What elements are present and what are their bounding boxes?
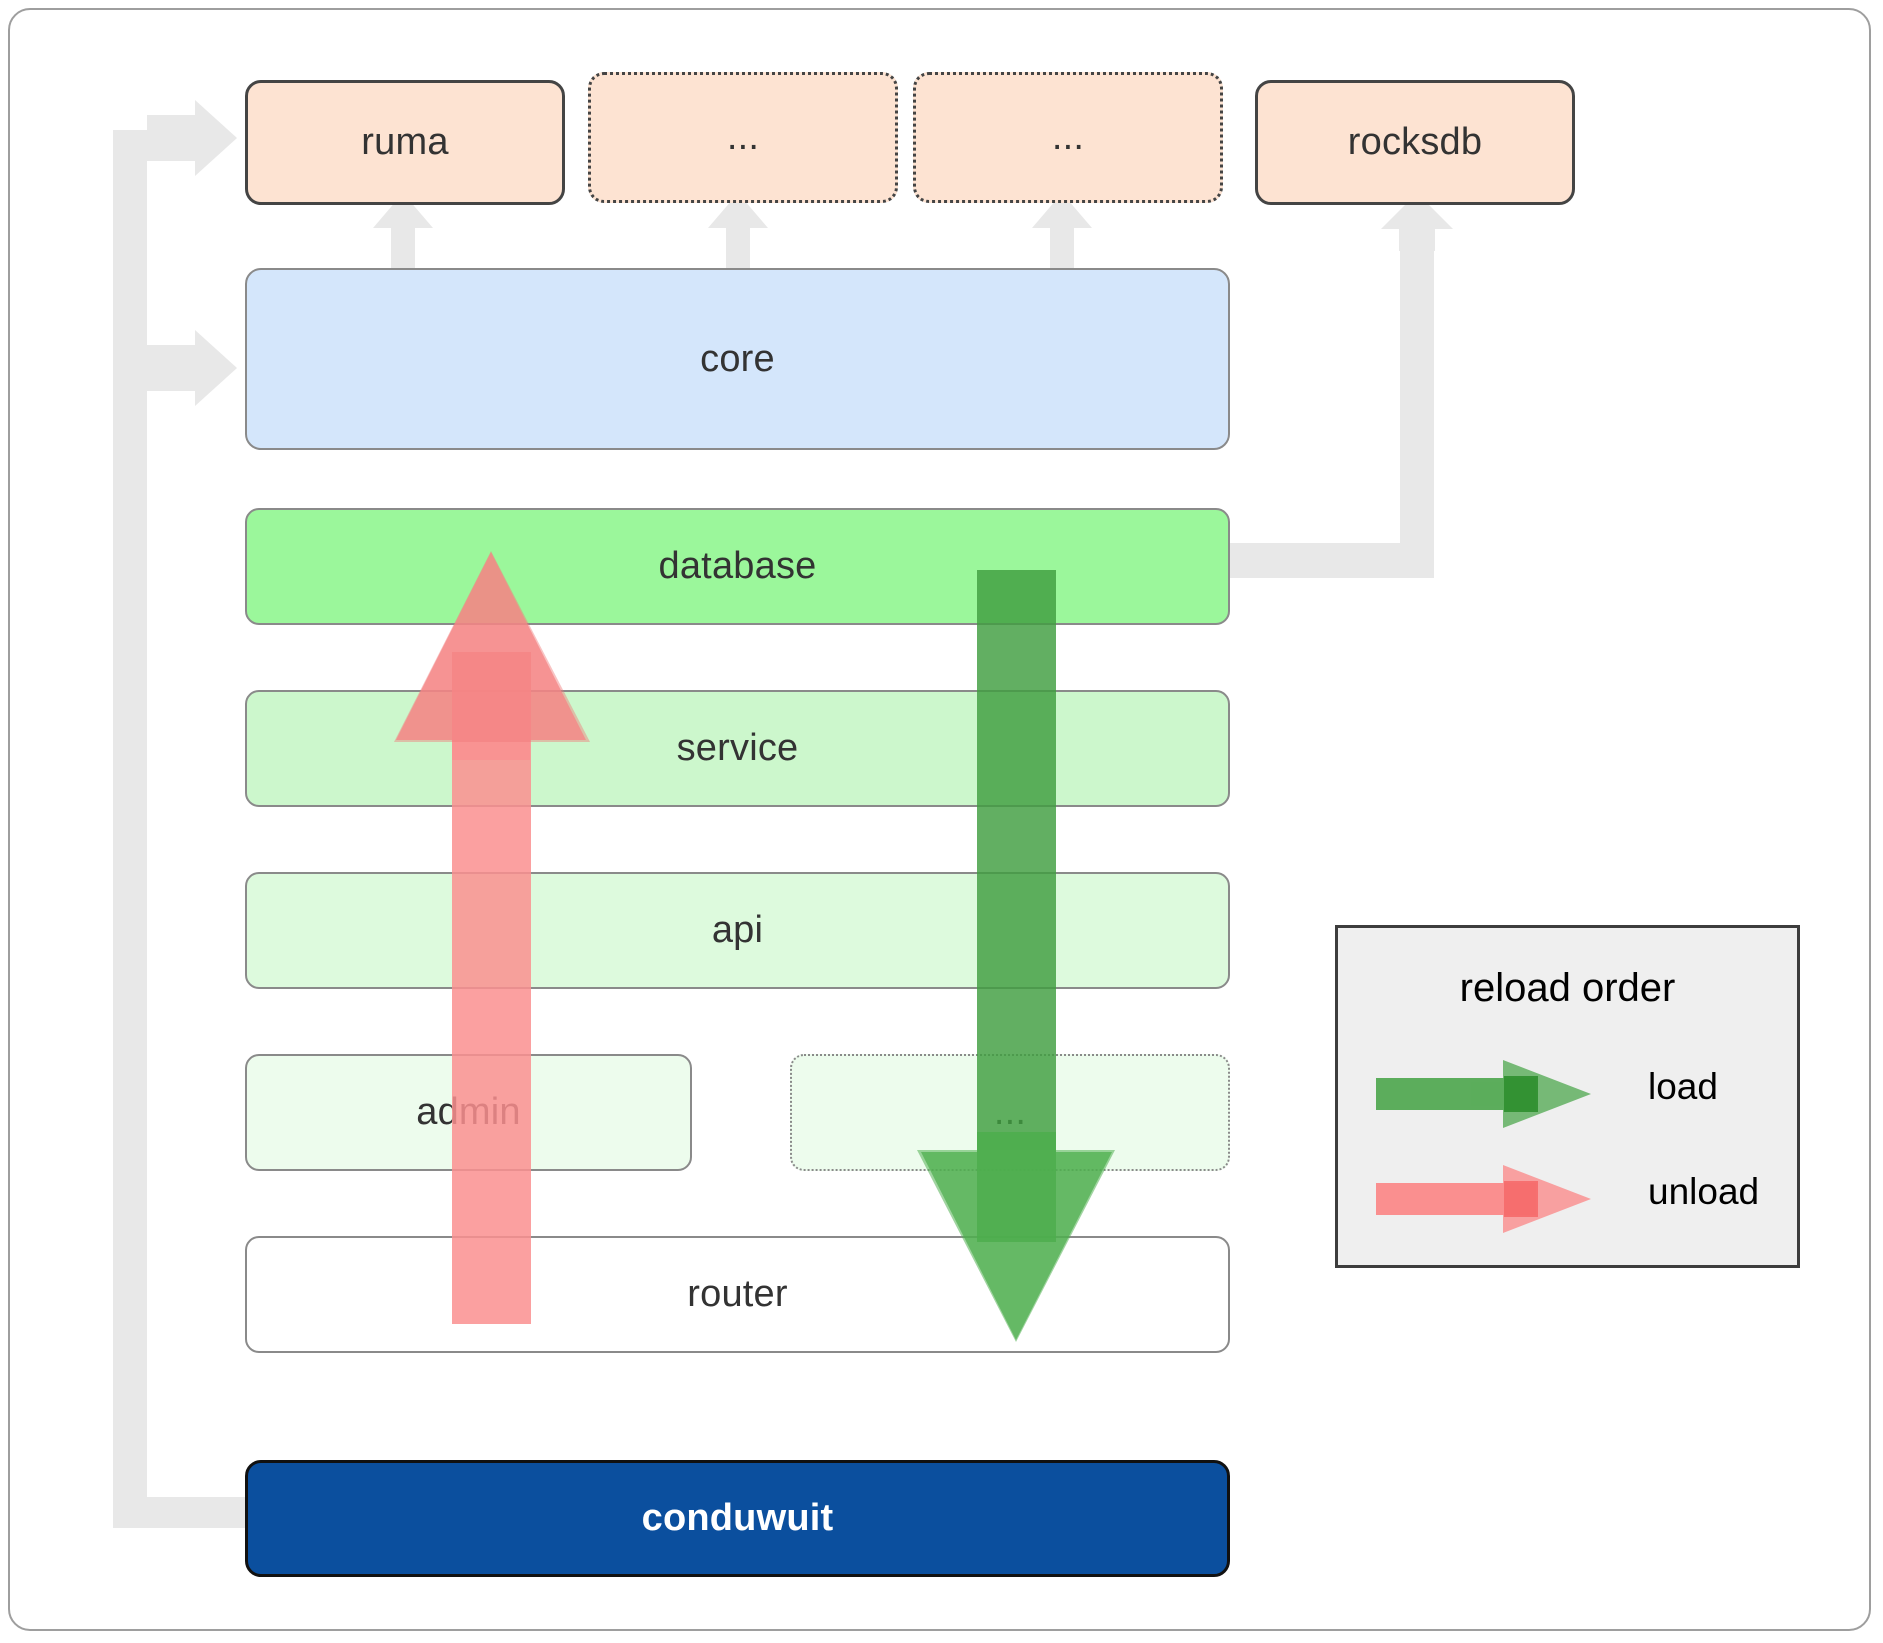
node-core[interactable]: core	[245, 268, 1230, 450]
legend-row-unload: unload	[1338, 1153, 1797, 1243]
node-router[interactable]: router	[245, 1236, 1230, 1353]
node-database[interactable]: database	[245, 508, 1230, 625]
node-router-label: router	[687, 1273, 788, 1315]
node-api[interactable]: api	[245, 872, 1230, 989]
node-rocksdb-label: rocksdb	[1347, 121, 1483, 163]
node-conduwuit[interactable]: conduwuit	[245, 1460, 1230, 1577]
node-dep-ellipsis-2[interactable]: ...	[913, 72, 1223, 203]
node-service-label: service	[676, 727, 799, 769]
legend-unload-label: unload	[1648, 1171, 1760, 1212]
load-legend-icon	[1376, 1060, 1591, 1128]
legend-row-load: load	[1338, 1048, 1797, 1138]
node-database-label: database	[658, 545, 817, 587]
node-rocksdb[interactable]: rocksdb	[1255, 80, 1575, 205]
unload-legend-icon	[1376, 1165, 1591, 1233]
node-api-label: api	[711, 909, 764, 951]
node-layer-ellipsis[interactable]: ...	[790, 1054, 1230, 1171]
node-dep-ellipsis-2-label: ...	[1051, 116, 1085, 158]
node-layer-ellipsis-label: ...	[993, 1091, 1027, 1133]
node-ruma[interactable]: ruma	[245, 80, 565, 205]
diagram-frame	[8, 8, 1871, 1631]
node-admin[interactable]: admin	[245, 1054, 692, 1171]
node-conduwuit-label: conduwuit	[641, 1497, 834, 1539]
node-core-label: core	[700, 337, 775, 380]
legend-panel: reload order load unload	[1335, 925, 1800, 1268]
node-admin-label: admin	[416, 1091, 521, 1133]
node-dep-ellipsis-1-label: ...	[726, 116, 760, 158]
legend-title: reload order	[1459, 966, 1676, 1010]
node-dep-ellipsis-1[interactable]: ...	[588, 72, 898, 203]
node-ruma-label: ruma	[361, 121, 449, 163]
node-service[interactable]: service	[245, 690, 1230, 807]
legend-load-label: load	[1648, 1066, 1718, 1107]
